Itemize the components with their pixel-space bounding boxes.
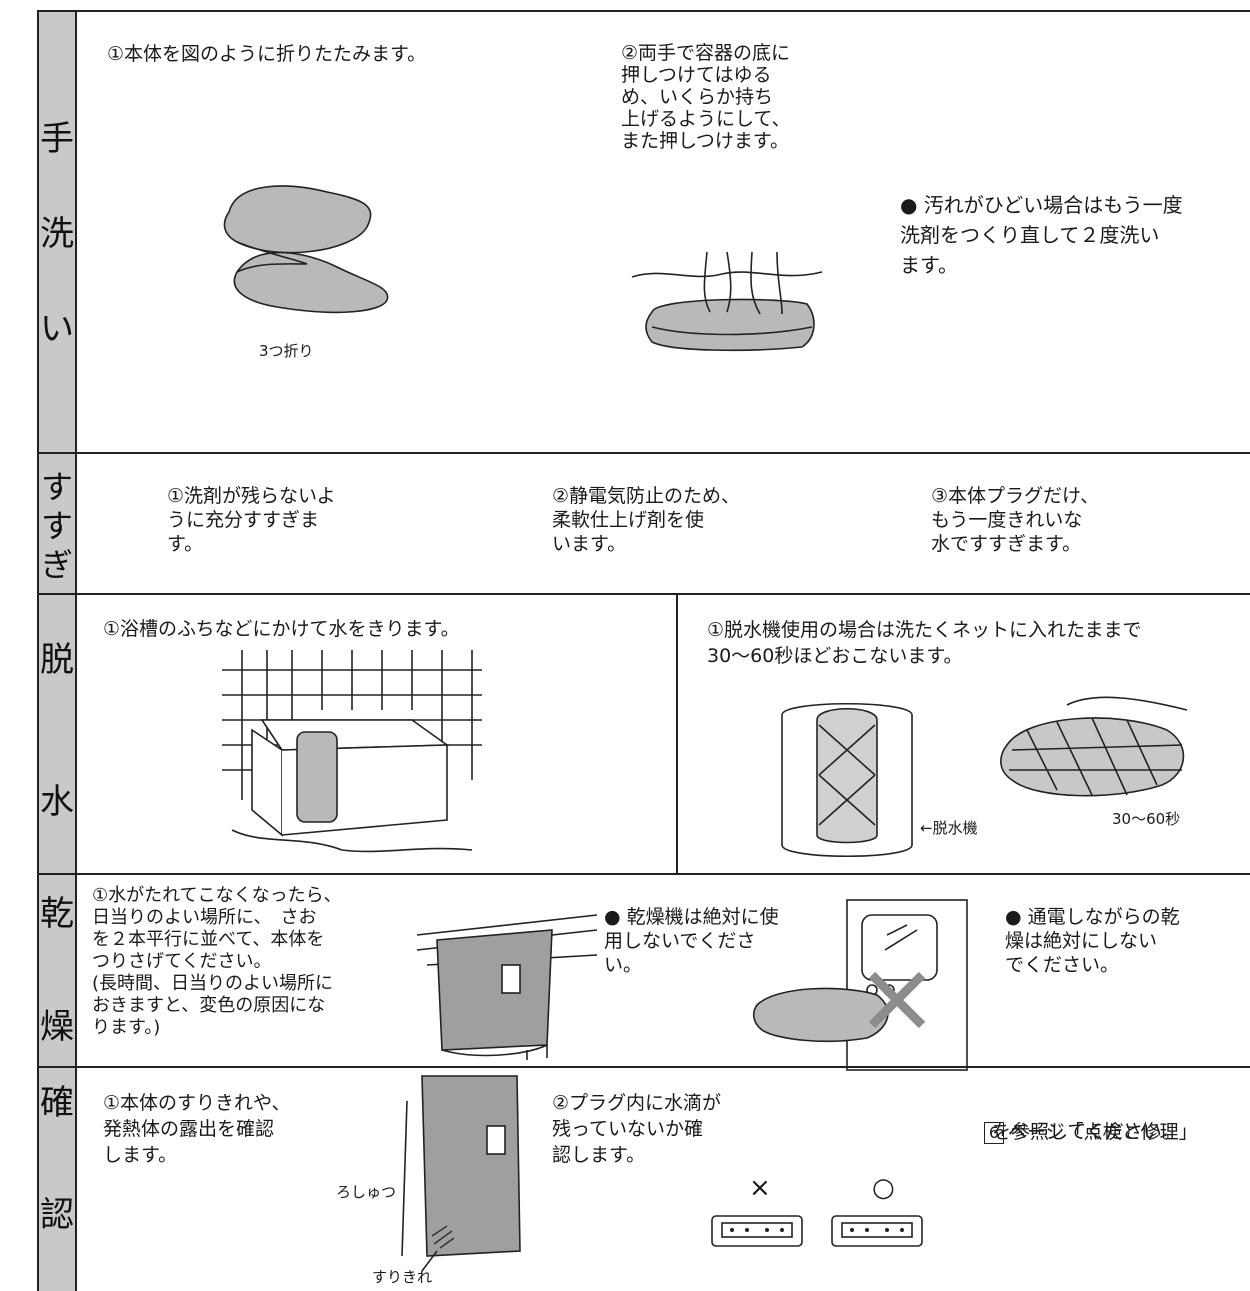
label-char: 水 [40,782,74,822]
plug-ng-illustration [711,1215,803,1247]
section-check: 確 認 ①本体のすりきれや、 発熱体の露出を確認 します。 ろしゅつ すりきれ … [37,1066,1250,1291]
label-char: 確 [40,1083,74,1123]
dryer-prohibited-illustration [752,899,968,1071]
label-char: 燥 [40,1007,74,1047]
mark-ok: ○ [872,1173,895,1203]
mark-ng: × [749,1173,771,1203]
rinse-step-3: ③本体プラグだけ、 もう一度きれいな 水ですすぎます。 [931,485,1100,555]
label-char: 手 [40,119,74,159]
section-label-rinse: す す ぎ [37,454,77,595]
label-char: ぎ [40,546,73,584]
instruction-sheet: 手 洗 い ①本体を図のように折りたたみます。 ②両手で容器の底に 押しつけては… [37,10,1250,1291]
section-label-dry: 乾 燥 [37,875,77,1068]
section-hand-wash: 手 洗 い ①本体を図のように折りたたみます。 ②両手で容器の底に 押しつけては… [37,10,1250,454]
label-char: 認 [40,1195,74,1235]
wash-step-1: ①本体を図のように折りたたみます。 [107,43,427,65]
label-char: 乾 [40,894,74,934]
section-rinse: す す ぎ ①洗剤が残らないよ うに充分すすぎま す。 ②静電気防止のため、 柔… [37,452,1250,595]
wash-note: ● 汚れがひどい場合はもう一度 洗剤をつくり直して２度洗い ます。 [900,193,1183,277]
section-label-dewater: 脱 水 [37,595,77,875]
label-char: い [40,309,74,349]
dewater-left-step: ①浴槽のふちなどにかけて水をきります。 [103,618,460,640]
check-step-1: ①本体のすりきれや、 発熱体の露出を確認 します。 [103,1092,291,1166]
page-number-box: 6 [984,1122,1004,1144]
section-dry: 乾 燥 ①水がたれてこなくなったら、 日当りのよい場所に、 さお を２本平行に並… [37,873,1250,1071]
spin-dryer-illustration [781,703,913,857]
label-char: 洗 [40,214,74,254]
section-label-hand-wash: 手 洗 い [37,12,77,454]
check-step-2: ②プラグ内に水滴が 残っていないか確 認します。 [552,1092,722,1166]
label-char: す [40,468,73,506]
hanging-pad-illustration [416,914,598,1060]
label-rosyutsu: ろしゅつ [336,1183,397,1201]
rinse-step-2: ②静電気防止のため、 柔軟仕上げ剤を使 います。 [552,485,741,555]
label-char: す [40,507,73,545]
label-surikire: すりきれ [372,1268,433,1286]
bathtub-illustration [222,650,482,853]
spin-time-caption: 30～60秒 [1112,810,1181,828]
plug-ok-illustration [831,1215,923,1247]
dry-note-1: ● 乾燥機は絶対に使 用しないでくださ い。 [604,906,779,976]
reference-text-2: を参照してください。 [992,1121,1181,1143]
dry-step-1: ①水がたれてこなくなったら、 日当りのよい場所に、 さお を２本平行に並べて、本… [92,885,342,1038]
rinse-step-1: ①洗剤が残らないよ うに充分すすぎま す。 [167,485,336,555]
dewater-divider [676,595,678,875]
label-char: 脱 [40,640,74,680]
hand-press-illustration [631,251,823,352]
spin-dryer-caption: ←脱水機 [920,819,978,837]
fold-caption: 3つ折り [259,342,314,360]
reference-text-1: ページ「点検と修理」 [1008,1121,1198,1143]
wash-step-2: ②両手で容器の底に 押しつけてはゆる め、いくらか持ち 上げるようにして、 また… [621,42,791,152]
net-pad-illustration [1000,696,1188,797]
section-label-check: 確 認 [37,1068,77,1291]
worn-pad-illustration [401,1075,521,1272]
dry-note-2: ● 通電しながらの乾 燥は絶対にしない でください。 [1005,906,1180,976]
section-dewater: 脱 水 ①浴槽のふちなどにかけて水をきります。 ①脱水機使用の場合は洗たくネット… [37,593,1250,875]
dewater-right-step: ①脱水機使用の場合は洗たくネットに入れたままで 30～60秒ほどおこないます。 [707,619,1142,667]
folded-pad-illustration [223,185,389,314]
